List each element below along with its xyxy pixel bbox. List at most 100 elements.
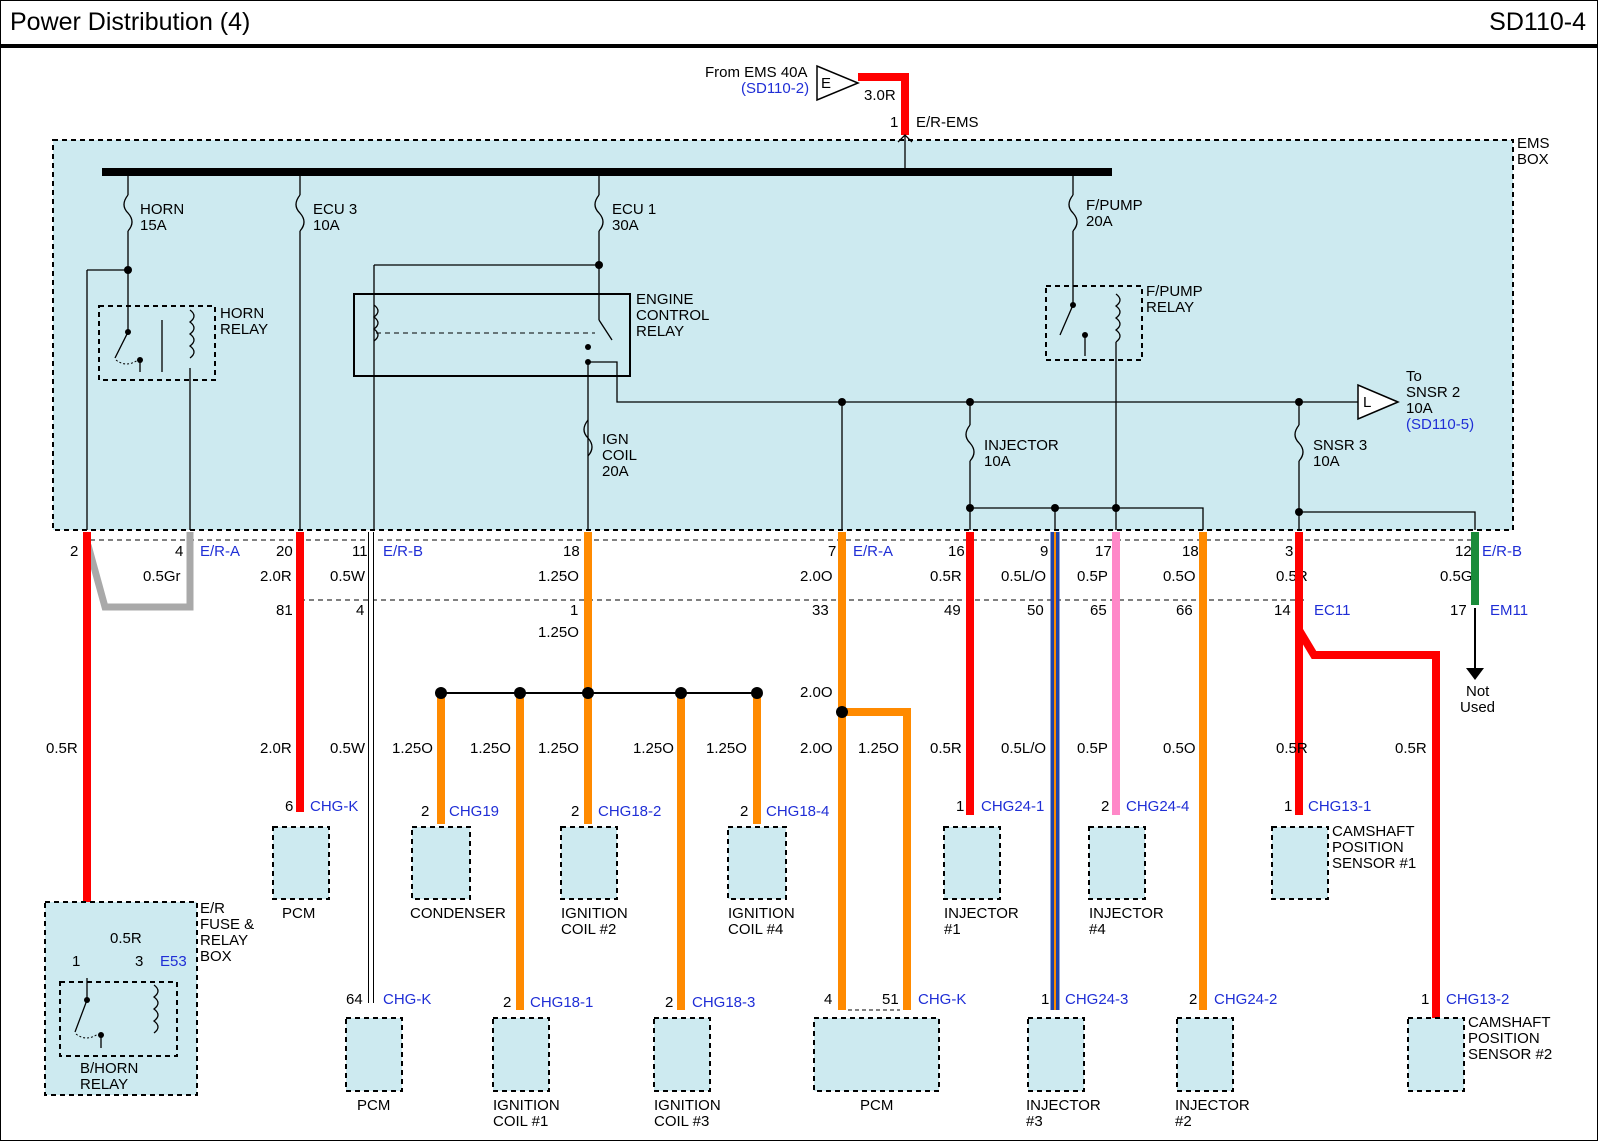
- page-code: SD110-4: [1489, 8, 1586, 36]
- svg-text:18: 18: [1182, 543, 1199, 560]
- svg-text:Used: Used: [1460, 699, 1495, 716]
- svg-text:51: 51: [882, 991, 899, 1008]
- svg-text:IGNITION: IGNITION: [493, 1097, 560, 1114]
- svg-text:IGNITION: IGNITION: [728, 905, 795, 922]
- svg-text:CHG24-4: CHG24-4: [1126, 798, 1189, 815]
- svg-text:#2: #2: [1175, 1113, 1192, 1130]
- svg-text:E: E: [821, 75, 831, 92]
- horn-relay: HORN RELAY: [86, 266, 268, 530]
- svg-text:IGNITION: IGNITION: [561, 905, 628, 922]
- svg-text:PCM: PCM: [860, 1097, 893, 1114]
- svg-text:20A: 20A: [602, 463, 629, 480]
- svg-text:POSITION: POSITION: [1332, 839, 1404, 856]
- svg-text:1: 1: [72, 953, 80, 970]
- svg-text:CHG13-2: CHG13-2: [1446, 991, 1509, 1008]
- svg-text:1.25O: 1.25O: [633, 740, 674, 757]
- svg-text:ECU 3: ECU 3: [313, 201, 357, 218]
- svg-text:0.5O: 0.5O: [1163, 568, 1196, 585]
- svg-text:CHG-K: CHG-K: [918, 991, 966, 1008]
- to-snsr2: L To SNSR 2 10A (SD110-5): [1357, 368, 1474, 433]
- pcm-chgk-right: 4 51 CHG-K PCM: [813, 991, 966, 1114]
- svg-text:2: 2: [571, 803, 579, 820]
- svg-text:CAMSHAFT: CAMSHAFT: [1468, 1014, 1551, 1031]
- svg-text:L: L: [1363, 394, 1371, 411]
- svg-text:FUSE &: FUSE &: [200, 916, 254, 933]
- injector-1: 1 CHG24-1 INJECTOR #1: [943, 798, 1044, 938]
- svg-text:From EMS 40A: From EMS 40A: [705, 64, 808, 81]
- svg-text:0.5O: 0.5O: [1163, 740, 1196, 757]
- svg-text:RELAY: RELAY: [1146, 299, 1194, 316]
- pcm-chgk-top: 6 CHG-K PCM: [272, 798, 358, 922]
- svg-text:2: 2: [1189, 991, 1197, 1008]
- svg-text:E/R: E/R: [200, 900, 225, 917]
- svg-text:ENGINE: ENGINE: [636, 291, 694, 308]
- svg-text:17: 17: [1095, 543, 1112, 560]
- fuse-snsr3: SNSR 3 10A: [1294, 402, 1367, 530]
- pcm-chgk-left: 64 CHG-K PCM: [345, 991, 431, 1114]
- svg-text:(SD110-2): (SD110-2): [741, 80, 809, 97]
- svg-text:14: 14: [1274, 602, 1291, 619]
- svg-text:B/HORN: B/HORN: [80, 1060, 138, 1077]
- svg-text:RELAY: RELAY: [220, 321, 268, 338]
- svg-text:2.0R: 2.0R: [260, 568, 292, 585]
- svg-text:2: 2: [1101, 798, 1109, 815]
- svg-text:CHG18-4: CHG18-4: [766, 803, 829, 820]
- svg-text:SENSOR #2: SENSOR #2: [1468, 1046, 1552, 1063]
- svg-text:0.5W: 0.5W: [330, 740, 366, 757]
- svg-text:BOX: BOX: [200, 948, 232, 965]
- svg-text:10A: 10A: [1406, 400, 1433, 417]
- svg-text:IGN: IGN: [602, 431, 629, 448]
- svg-text:#1: #1: [944, 921, 961, 938]
- camshaft-sensor-2: 1 CHG13-2 CAMSHAFT POSITION SENSOR #2: [1407, 991, 1552, 1092]
- svg-text:COIL #4: COIL #4: [728, 921, 783, 938]
- fuse-horn: HORN 15A: [123, 176, 184, 270]
- svg-text:1.25O: 1.25O: [538, 740, 579, 757]
- source-ems-40a: From EMS 40A (SD110-2) E 3.0R 1 E/R-EMS: [705, 64, 979, 172]
- fuse-fpump: F/PUMP 20A: [1068, 176, 1143, 305]
- fuse-ign-coil: IGN COIL 20A: [583, 419, 637, 480]
- svg-text:SNSR 2: SNSR 2: [1406, 384, 1460, 401]
- fpump-relay: F/PUMP RELAY: [1045, 283, 1203, 530]
- svg-text:CHG24-3: CHG24-3: [1065, 991, 1128, 1008]
- svg-text:12: 12: [1455, 543, 1472, 560]
- svg-text:Not: Not: [1466, 683, 1490, 700]
- svg-text:INJECTOR: INJECTOR: [1089, 905, 1164, 922]
- header-bar: Power Distribution (4) SD110-4: [0, 0, 1598, 48]
- svg-text:1.25O: 1.25O: [706, 740, 747, 757]
- svg-text:To: To: [1406, 368, 1422, 385]
- fuse-injector: INJECTOR 10A: [965, 402, 1059, 530]
- svg-text:E/R-A: E/R-A: [853, 543, 893, 560]
- svg-text:18: 18: [563, 543, 580, 560]
- svg-text:CHG24-2: CHG24-2: [1214, 991, 1277, 1008]
- svg-text:PCM: PCM: [282, 905, 315, 922]
- svg-text:(SD110-5): (SD110-5): [1406, 416, 1474, 433]
- ems-box-label: BOX: [1517, 151, 1549, 168]
- svg-text:49: 49: [944, 602, 961, 619]
- svg-text:2: 2: [665, 994, 673, 1011]
- svg-text:CHG18-3: CHG18-3: [692, 994, 755, 1011]
- svg-text:CHG-K: CHG-K: [383, 991, 431, 1008]
- svg-text:CHG18-1: CHG18-1: [530, 994, 593, 1011]
- svg-text:17: 17: [1450, 602, 1467, 619]
- svg-text:2.0R: 2.0R: [260, 740, 292, 757]
- svg-text:IGNITION: IGNITION: [654, 1097, 721, 1114]
- svg-text:50: 50: [1027, 602, 1044, 619]
- svg-text:30A: 30A: [612, 217, 639, 234]
- svg-text:COIL #2: COIL #2: [561, 921, 616, 938]
- svg-text:9: 9: [1040, 543, 1048, 560]
- svg-text:E/R-B: E/R-B: [1482, 543, 1522, 560]
- svg-text:INJECTOR: INJECTOR: [944, 905, 1019, 922]
- svg-text:ECU 1: ECU 1: [612, 201, 656, 218]
- svg-text:COIL: COIL: [602, 447, 637, 464]
- svg-text:0.5R: 0.5R: [1395, 740, 1427, 757]
- svg-text:2: 2: [503, 994, 511, 1011]
- svg-text:RELAY: RELAY: [200, 932, 248, 949]
- svg-text:CHG19: CHG19: [449, 803, 499, 820]
- camshaft-sensor-1: 1 CHG13-1 CAMSHAFT POSITION SENSOR #1: [1271, 798, 1416, 900]
- svg-text:CONDENSER: CONDENSER: [410, 905, 506, 922]
- svg-text:2.0O: 2.0O: [800, 740, 833, 757]
- svg-text:7: 7: [828, 543, 836, 560]
- svg-text:3.0R: 3.0R: [864, 87, 896, 104]
